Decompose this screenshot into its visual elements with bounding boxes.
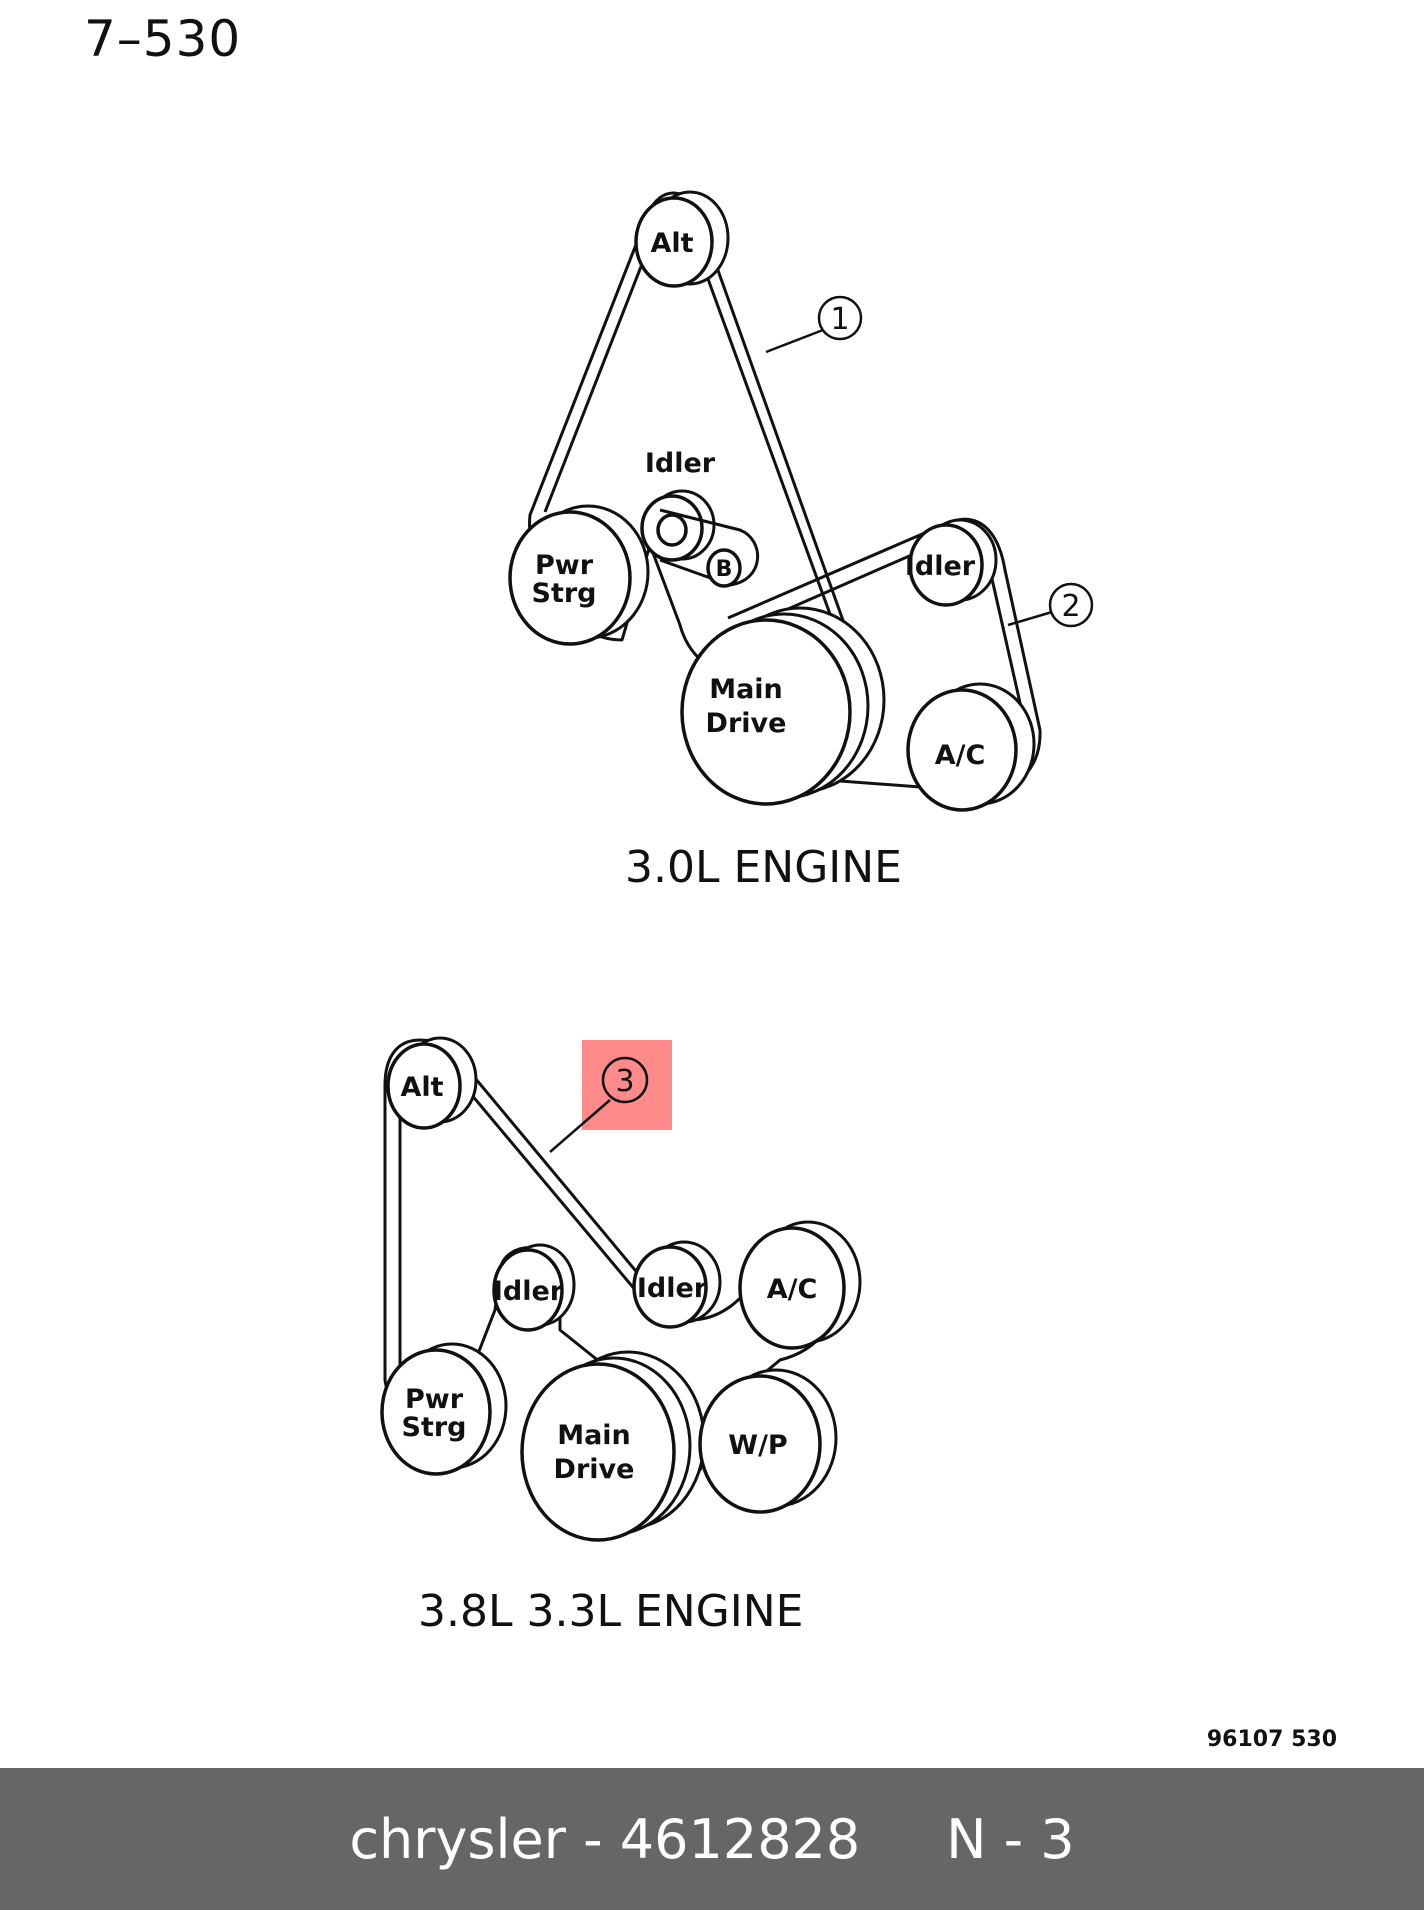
belt-routing-diagram: Alt Idler B Pwr Strg Main Drive <box>380 190 1337 1752</box>
idler-left-label: Idler <box>493 1276 564 1307</box>
idler-middle-pulley: Idler <box>632 1240 722 1329</box>
main-drive-bottom-label-line2: Drive <box>554 1454 635 1485</box>
footer-bar: chrysler - 4612828 N - 3 <box>0 1768 1424 1910</box>
alt-pulley-bottom: Alt <box>386 1036 478 1130</box>
pwr-strg-pulley: Pwr Strg <box>508 504 650 646</box>
main-drive-label-line1: Main <box>709 674 783 705</box>
ac-bottom-label: A/C <box>767 1274 818 1305</box>
ac-pulley: A/C <box>906 682 1036 812</box>
wp-pulley: W/P <box>698 1368 838 1514</box>
callout-3: 3 <box>549 1040 672 1153</box>
ac-pulley-bottom: A/C <box>738 1220 862 1350</box>
idler-right-pulley: Idler <box>905 518 998 607</box>
reference-code: 96107 530 <box>1207 1727 1337 1752</box>
caption-3-0l-engine: 3.0L ENGINE <box>625 842 902 893</box>
pwr-strg-label-line1: Pwr <box>535 550 594 581</box>
alt-bottom-label: Alt <box>400 1072 443 1103</box>
diagram-3-8l-3-3l-engine: Alt Idler Idler A/C Pwr Strg <box>380 1036 862 1637</box>
main-drive-pulley-bottom: Main Drive <box>520 1350 706 1542</box>
pwr-strg-bottom-label-line1: Pwr <box>405 1384 464 1415</box>
pwr-strg-label-line2: Strg <box>532 578 597 609</box>
pwr-strg-bottom-label-line2: Strg <box>402 1412 467 1443</box>
ac-label: A/C <box>935 740 986 771</box>
callout-2-number: 2 <box>1061 589 1080 624</box>
callout-1-number: 1 <box>830 302 849 337</box>
page-number: 7–530 <box>84 10 242 68</box>
idler-middle-label: Idler <box>637 1273 708 1304</box>
footer-text: chrysler - 4612828 N - 3 <box>349 1807 1075 1871</box>
main-drive-bottom-label-line1: Main <box>557 1420 631 1451</box>
alt-pulley: Alt <box>634 190 730 288</box>
pwr-strg-pulley-bottom: Pwr Strg <box>380 1342 508 1476</box>
main-drive-label-line2: Drive <box>706 708 787 739</box>
diagram-3-0l-engine: Alt Idler B Pwr Strg Main Drive <box>508 190 1094 893</box>
idler-left-pulley: Idler <box>492 1243 576 1332</box>
idler-right-label: Idler <box>905 551 976 582</box>
idler-upper-pulley: Idler B <box>640 448 760 588</box>
callout-1: 1 <box>765 295 863 354</box>
alt-label: Alt <box>650 228 693 259</box>
idler-upper-label: Idler <box>645 448 716 479</box>
callout-2: 2 <box>1007 582 1094 628</box>
main-drive-pulley: Main Drive <box>680 606 886 806</box>
caption-3-8l-3-3l-engine: 3.8L 3.3L ENGINE <box>418 1586 803 1637</box>
callout-3-number: 3 <box>615 1064 634 1099</box>
tensioner-mark: B <box>716 557 733 582</box>
callout-3-highlight <box>582 1040 672 1130</box>
wp-label: W/P <box>728 1430 787 1461</box>
